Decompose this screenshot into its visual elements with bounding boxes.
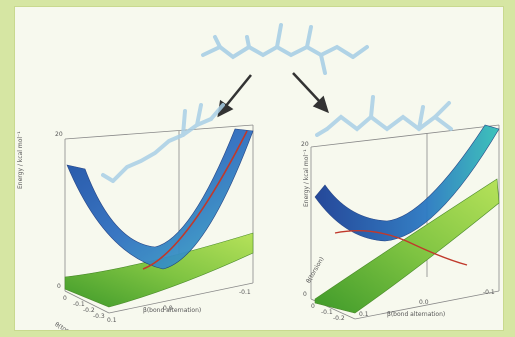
right-ylabel: Energy / kcal mol⁻¹ <box>303 149 310 207</box>
right-y-tick-2: -0.2 <box>333 315 345 322</box>
right-x-tick-0: 0.1 <box>359 311 369 318</box>
arrow-right <box>292 72 329 114</box>
left-z-tick-bottom: 0 <box>57 283 61 290</box>
left-z-tick-top: 20 <box>55 131 63 138</box>
right-z-tick-top: 20 <box>301 141 309 148</box>
left-x-tick-0: 0.1 <box>107 317 117 324</box>
left-plot <box>64 103 254 314</box>
molecule-top <box>201 23 369 75</box>
left-upper-surface <box>66 128 254 270</box>
right-y-tick-0: 0 <box>311 303 315 310</box>
molecule-left <box>101 103 225 183</box>
molecule-right <box>315 95 453 137</box>
right-lower-surface <box>314 178 500 314</box>
left-ylabel: Energy / kcal mol⁻¹ <box>17 131 24 189</box>
left-y-tick-3: -0.3 <box>93 313 105 320</box>
right-upper-surface <box>314 124 500 242</box>
left-xlabel: β(bond alternation) <box>143 307 202 314</box>
left-lower-surface <box>64 232 254 308</box>
left-x-tick-2: -0.1 <box>239 289 251 296</box>
right-y-tick-1: -0.1 <box>321 309 333 316</box>
right-x-tick-2: -0.1 <box>483 289 495 296</box>
left-x-tick-1: 0.0 <box>163 305 173 312</box>
energy-surface-figure <box>64 23 500 320</box>
arrow-left <box>217 74 252 118</box>
figure-panel: Energy / kcal mol⁻¹ 20 0 β(bond alternat… <box>14 6 504 331</box>
right-x-tick-1: 0.0 <box>419 299 429 306</box>
right-plot <box>310 95 500 320</box>
left-path-curve <box>142 130 248 270</box>
right-xlabel: β(bond alternation) <box>387 311 446 318</box>
left-y-tick-0: 0 <box>63 295 67 302</box>
left-y-tick-2: -0.2 <box>83 307 95 314</box>
right-path-curve <box>334 230 468 266</box>
right-z-tick-bottom: 0 <box>303 291 307 298</box>
left-y-tick-1: -0.1 <box>73 301 85 308</box>
